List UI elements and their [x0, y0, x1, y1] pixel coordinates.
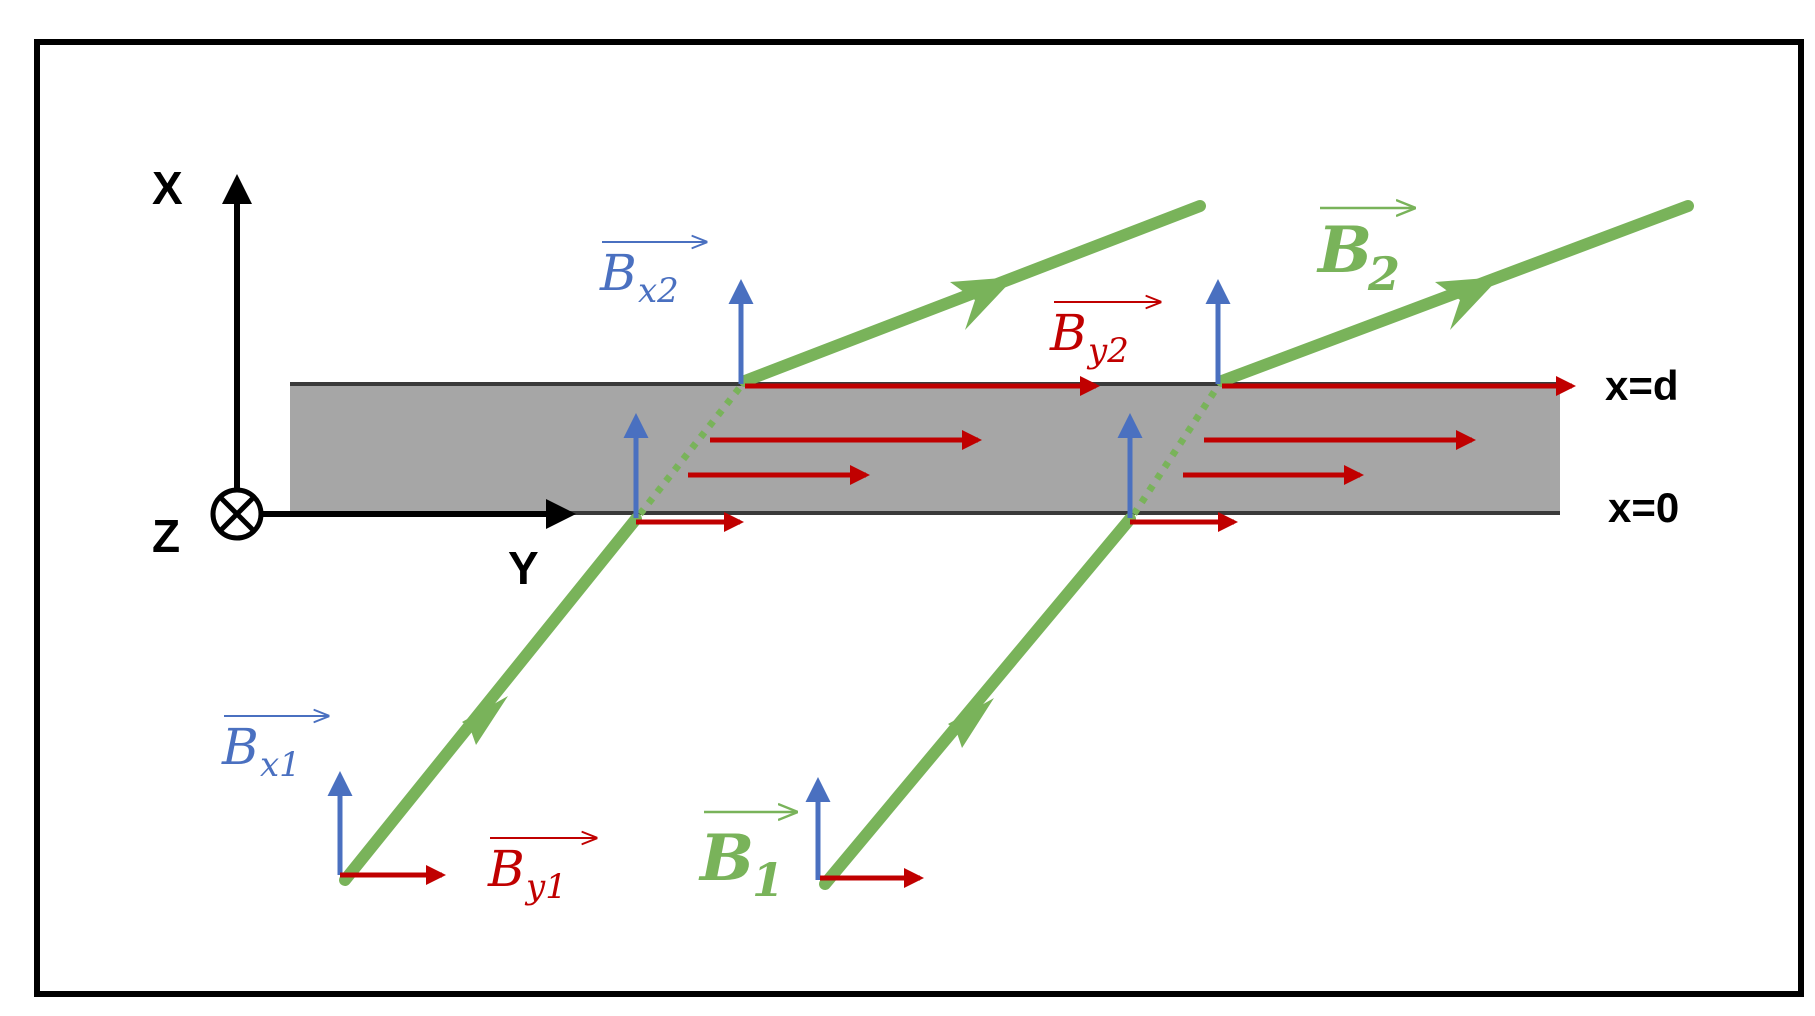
- label-by2-sub: y2: [1086, 331, 1129, 371]
- label-b2: B 2: [1316, 208, 1414, 301]
- label-bx1-base: B: [221, 718, 259, 776]
- label-b1: B 1: [698, 812, 796, 907]
- label-bx1: B x1: [221, 716, 328, 785]
- label-b1-base: B: [698, 821, 754, 896]
- field-arrowhead-2b: [1435, 277, 1500, 330]
- x-axis-label: X: [152, 162, 183, 214]
- z-into-page-icon: [210, 487, 264, 541]
- label-by1: B y1: [487, 838, 596, 907]
- field-line-2: [819, 200, 1694, 890]
- label-by1-base: B: [487, 840, 525, 898]
- label-bx2-base: B: [599, 244, 637, 302]
- field-arrowhead-2a: [948, 698, 994, 748]
- label-b1-sub: 1: [752, 853, 784, 907]
- label-bx1-sub: x1: [260, 745, 301, 785]
- boundary-top-label: x=d: [1605, 362, 1679, 409]
- label-bx2-sub: x2: [638, 271, 679, 311]
- field-line-1: [339, 200, 1206, 886]
- y-axis-label: Y: [508, 542, 539, 594]
- label-by2-base: B: [1049, 304, 1087, 362]
- label-b2-base: B: [1316, 213, 1372, 288]
- boundary-bottom-label: x=0: [1608, 484, 1679, 531]
- field-arrowhead-1a: [462, 696, 508, 745]
- label-b2-sub: 2: [1367, 247, 1400, 301]
- z-axis-label: Z: [152, 510, 180, 562]
- slab: [290, 384, 1560, 513]
- label-by2: B y2: [1049, 302, 1160, 371]
- label-by1-sub: y1: [524, 867, 567, 907]
- label-bx2: B x2: [599, 242, 706, 311]
- outer-frame: [34, 39, 1804, 997]
- field-arrowhead-1b: [950, 277, 1015, 330]
